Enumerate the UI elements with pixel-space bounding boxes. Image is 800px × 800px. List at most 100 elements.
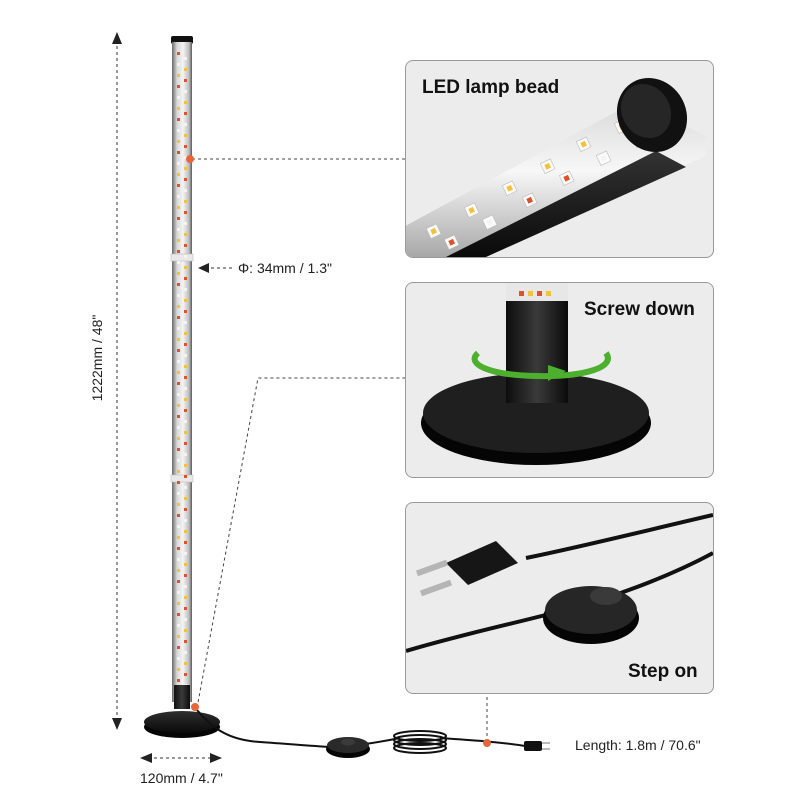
- led-dot: [177, 602, 180, 605]
- callout-dot-cable: [483, 739, 491, 747]
- led-dot: [184, 596, 187, 599]
- step-panel-title: Step on: [628, 661, 698, 682]
- led-dot: [177, 448, 180, 451]
- led-dot: [177, 591, 180, 594]
- led-dot: [184, 519, 187, 522]
- led-dot: [177, 668, 180, 671]
- led-dot: [184, 167, 187, 170]
- led-dot: [177, 470, 180, 473]
- led-dot: [177, 52, 180, 55]
- led-dot: [177, 547, 180, 550]
- led-dot: [177, 316, 180, 319]
- led-dot: [184, 365, 187, 368]
- led-dot: [184, 420, 187, 423]
- led-bead-chip: [580, 140, 587, 148]
- led-dot: [177, 305, 180, 308]
- led-bead-chip: [486, 218, 493, 226]
- led-dot: [184, 277, 187, 280]
- led-dot: [177, 514, 180, 517]
- led-dot: [177, 250, 180, 253]
- led-dot: [177, 162, 180, 165]
- led-dot: [177, 371, 180, 374]
- led-dot: [184, 508, 187, 511]
- led-dot: [184, 156, 187, 159]
- led-dot: [177, 558, 180, 561]
- led-panel-title: LED lamp bead: [422, 77, 560, 98]
- screw-panel: Screw down: [405, 282, 714, 478]
- led-dot: [177, 272, 180, 275]
- led-dot: [177, 129, 180, 132]
- led-dot: [184, 442, 187, 445]
- led-dot: [177, 195, 180, 198]
- led-bead-chip: [544, 162, 551, 170]
- led-dot: [184, 651, 187, 654]
- led-dot: [184, 387, 187, 390]
- led-dot: [177, 228, 180, 231]
- cable-length-label: Length: 1.8m / 70.6": [575, 737, 701, 753]
- led-dot: [177, 349, 180, 352]
- led-dot: [177, 459, 180, 462]
- led-dot: [177, 646, 180, 649]
- diameter-label: Φ: 34mm / 1.3": [238, 260, 332, 276]
- led-dot: [184, 453, 187, 456]
- tube-connector: [170, 253, 194, 262]
- led-dot: [177, 63, 180, 66]
- led-dot: [184, 211, 187, 214]
- led-dot: [177, 393, 180, 396]
- led-dot: [177, 85, 180, 88]
- led-dot: [184, 266, 187, 269]
- led-dot: [184, 552, 187, 555]
- led-dot: [177, 206, 180, 209]
- led-dot: [177, 525, 180, 528]
- callout-dot-base: [191, 703, 199, 711]
- led-dot: [184, 563, 187, 566]
- led-dot: [184, 409, 187, 412]
- led-dot: [177, 283, 180, 286]
- led-dot: [177, 580, 180, 583]
- led-bead-chip: [468, 206, 475, 214]
- led-dot: [184, 112, 187, 115]
- led-dot: [177, 415, 180, 418]
- led-dot: [177, 536, 180, 539]
- led-dot: [184, 145, 187, 148]
- led-dot: [184, 222, 187, 225]
- height-label: 1222mm / 48": [89, 314, 105, 402]
- led-dot: [184, 607, 187, 610]
- led-dot: [184, 90, 187, 93]
- base-width-arrow: [140, 753, 222, 763]
- led-dot: [177, 338, 180, 341]
- led-dot: [184, 585, 187, 588]
- led-dot: [184, 299, 187, 302]
- led-dot: [177, 261, 180, 264]
- led-dot: [177, 184, 180, 187]
- led-dot: [184, 398, 187, 401]
- led-dot: [177, 151, 180, 154]
- led-dot: [184, 101, 187, 104]
- foot-switch: [326, 737, 370, 758]
- led-tube-closeup: [406, 77, 706, 257]
- led-dot: [177, 173, 180, 176]
- plug-closeup: [415, 541, 518, 597]
- led-dot: [177, 140, 180, 143]
- plug-small: [524, 741, 550, 751]
- led-dot: [177, 217, 180, 220]
- screw-base-closeup: [421, 283, 651, 465]
- led-dot: [184, 662, 187, 665]
- led-dot: [177, 657, 180, 660]
- led-dot: [184, 629, 187, 632]
- led-dot: [184, 343, 187, 346]
- led-dot: [184, 530, 187, 533]
- led-dot: [177, 74, 180, 77]
- led-dot: [177, 96, 180, 99]
- led-dot: [184, 464, 187, 467]
- led-dot: [184, 541, 187, 544]
- led-dot: [184, 618, 187, 621]
- led-dot: [177, 107, 180, 110]
- diameter-arrow: [198, 263, 232, 273]
- led-dot: [184, 354, 187, 357]
- led-dot: [184, 486, 187, 489]
- led-dot: [184, 574, 187, 577]
- led-dot: [177, 360, 180, 363]
- led-dot: [184, 288, 187, 291]
